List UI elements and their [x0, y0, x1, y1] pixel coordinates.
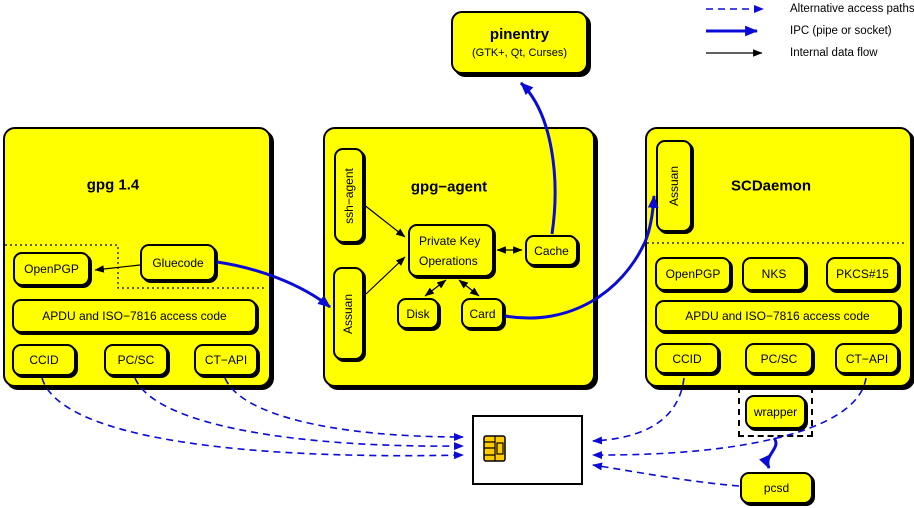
- gpgagent-disk-label: Disk: [406, 306, 430, 321]
- gpgagent-title: gpg−agent: [410, 178, 488, 196]
- pinentry-node: pinentry (GTK+, Qt, Curses): [451, 11, 588, 74]
- alt-scdaemon-ccid-to-card: [592, 377, 685, 445]
- ipc-wrapper-to-pcsd: [759, 437, 778, 469]
- gpg14-openpgp-node: OpenPGP: [13, 252, 90, 286]
- alt-gpg14-pcsc-to-card: [134, 377, 464, 451]
- scdaemon-nks-node: NKS: [742, 257, 806, 291]
- scdaemon-nks-label: NKS: [761, 267, 787, 281]
- legend-alternative-label: Alternative access paths: [790, 3, 914, 15]
- scdaemon-assuan-label: Assuan: [667, 165, 681, 207]
- alt-scdaemon-ctapi-to-card: [592, 377, 867, 460]
- smartcard: [472, 415, 583, 485]
- pko-line1: Private Key: [419, 233, 481, 248]
- gpg14-ctapi-label: CT−API: [204, 353, 248, 367]
- gpg14-gluecode-label: Gluecode: [152, 255, 204, 270]
- gpgagent-card-label: Card: [469, 306, 496, 321]
- gpg14-pcsc-node: PC/SC: [104, 344, 168, 376]
- gpg14-openpgp-label: OpenPGP: [24, 262, 79, 276]
- pko-line2: Operations: [419, 253, 478, 268]
- alt-pcsd-to-card: [592, 462, 740, 487]
- gpgagent-ssh-agent-node: ssh−agent: [334, 148, 364, 243]
- scdaemon-pcsc-node: PC/SC: [745, 343, 813, 374]
- gpgagent-disk-node: Disk: [397, 298, 439, 329]
- gpg14-apdu-label: APDU and ISO−7816 access code: [42, 309, 227, 323]
- gpgagent-cache-label: Cache: [534, 243, 569, 258]
- scdaemon-pcsc-label: PC/SC: [760, 351, 798, 366]
- scdaemon-ctapi-node: CT−API: [835, 343, 899, 374]
- scdaemon-ctapi-label: CT−API: [845, 351, 889, 366]
- pcsd-node: pcsd: [740, 472, 813, 504]
- gpg14-gluecode-node: Gluecode: [140, 244, 216, 281]
- scdaemon-pkcs15-label: PKCS#15: [836, 267, 889, 281]
- gpgagent-private-key-operations-node: Private Key Operations: [408, 224, 494, 277]
- gpg14-apdu-node: APDU and ISO−7816 access code: [12, 299, 257, 333]
- alt-gpg14-ccid-to-card: [41, 377, 464, 460]
- scdaemon-apdu-node: APDU and ISO−7816 access code: [655, 300, 900, 332]
- wrapper-node: wrapper: [745, 395, 806, 429]
- legend-ipc-label: IPC (pipe or socket): [790, 25, 892, 37]
- pinentry-subtitle: (GTK+, Qt, Curses): [471, 47, 568, 59]
- gpgagent-card-node: Card: [461, 298, 504, 329]
- gpgagent-ssh-agent-label: ssh−agent: [342, 167, 356, 224]
- scdaemon-pkcs15-node: PKCS#15: [826, 257, 899, 291]
- scdaemon-assuan-node: Assuan: [656, 140, 692, 232]
- pcsd-label: pcsd: [763, 481, 790, 495]
- gpg14-ctapi-node: CT−API: [194, 344, 258, 376]
- gpgagent-cache-node: Cache: [525, 235, 578, 266]
- gpgagent-assuan-node: Assuan: [333, 267, 364, 360]
- gpgagent-assuan-label: Assuan: [341, 293, 356, 334]
- scdaemon-openpgp-node: OpenPGP: [655, 257, 731, 291]
- gpg14-ccid-node: CCID: [12, 344, 76, 376]
- gpg14-ccid-label: CCID: [29, 353, 59, 367]
- scdaemon-ccid-label: CCID: [672, 351, 702, 366]
- pinentry-title: pinentry: [489, 26, 550, 43]
- gpg14-pcsc-label: PC/SC: [117, 353, 155, 367]
- legend-internal-label: Internal data flow: [790, 47, 878, 59]
- scdaemon-title: SCDaemon: [730, 177, 812, 195]
- scdaemon-openpgp-label: OpenPGP: [665, 267, 721, 281]
- scdaemon-apdu-label: APDU and ISO−7816 access code: [685, 309, 870, 323]
- gpg14-title: gpg 1.4: [86, 176, 140, 194]
- wrapper-label: wrapper: [753, 405, 798, 419]
- scdaemon-ccid-node: CCID: [655, 343, 719, 374]
